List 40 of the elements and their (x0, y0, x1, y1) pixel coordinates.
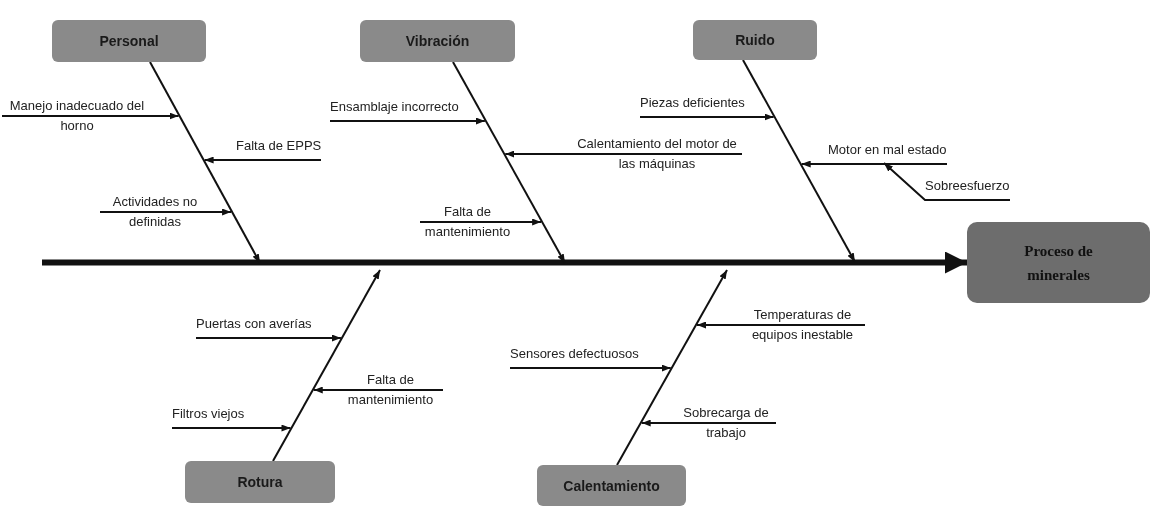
arrow (742, 59, 856, 263)
category-box: Ruido (693, 20, 817, 60)
cause-label: Filtros viejos (172, 404, 245, 424)
arrow (272, 269, 381, 462)
arrow (203, 156, 322, 164)
cause-label: Manejo inadecuado del horno (2, 96, 152, 136)
cause-label: Falta de mantenimiento (338, 370, 443, 410)
category-box: Personal (52, 20, 206, 62)
arrow (509, 364, 672, 372)
cause-label: Puertas con averías (196, 314, 312, 334)
category-box: Rotura (185, 461, 335, 503)
cause-label: Motor en mal estado (828, 140, 947, 160)
arrow (419, 218, 543, 226)
cause-label: Actividades no definidas (100, 192, 210, 232)
cause-label: Temperaturas de equipos inestable (740, 305, 865, 345)
arrow (329, 117, 486, 125)
arrow (695, 321, 866, 329)
cause-label: Falta de mantenimiento (420, 202, 515, 242)
arrow (171, 424, 292, 432)
arrow (800, 160, 948, 168)
arrow (640, 419, 777, 427)
arrow (883, 162, 1011, 201)
cause-label: Sobreesfuerzo (925, 176, 1010, 196)
cause-label: Falta de EPPS (236, 136, 322, 156)
arrow (1, 112, 180, 120)
arrow (504, 150, 743, 158)
cause-label: Calentamiento del motor de las máquinas (572, 134, 742, 174)
category-box: Calentamiento (537, 465, 686, 506)
arrow (195, 334, 342, 342)
arrow (616, 269, 728, 466)
effect-box: Proceso de minerales (967, 222, 1150, 303)
arrow (99, 208, 233, 216)
cause-label: Piezas deficientes (640, 93, 745, 113)
cause-label: Sensores defectuosos (510, 344, 639, 364)
arrow (312, 386, 444, 394)
cause-label: Sobrecarga de trabajo (676, 403, 776, 443)
spine-arrow (42, 251, 967, 274)
cause-label: Ensamblaje incorrecto (330, 97, 459, 117)
category-box: Vibración (360, 20, 515, 62)
arrow (639, 113, 775, 121)
